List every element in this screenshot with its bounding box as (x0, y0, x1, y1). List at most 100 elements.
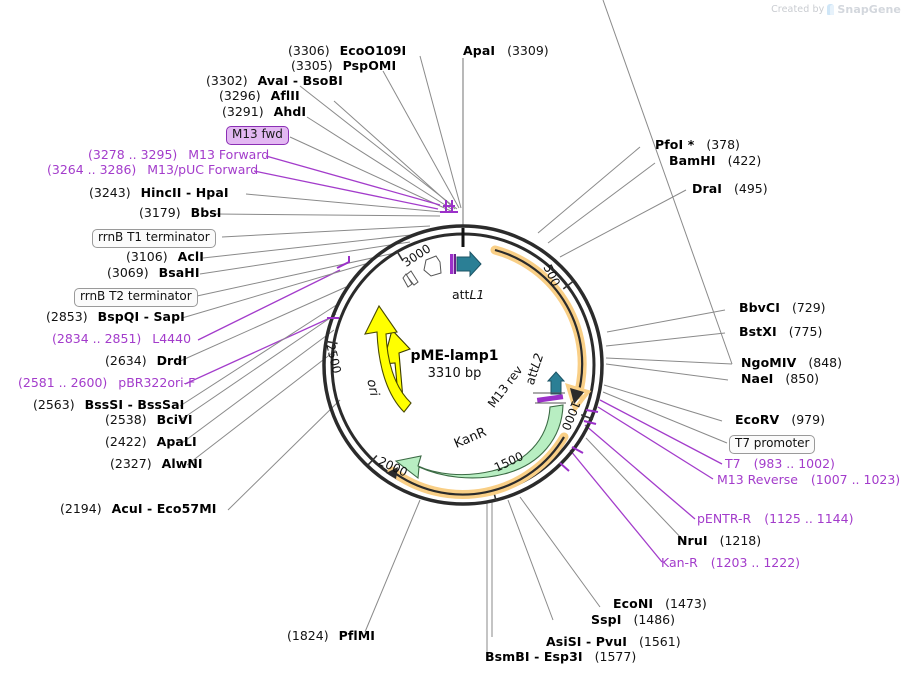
enzyme-position: (2634) (105, 353, 147, 368)
enzyme-label-bspqi-sapi[interactable]: (2853) BspQI - SapI (46, 309, 185, 324)
enzyme-position: (2538) (105, 412, 147, 427)
enzyme-name: AsiSI - PvuI (546, 634, 628, 649)
enzyme-name: AflII (270, 88, 300, 103)
enzyme-label-ecoo109i[interactable]: (3306) EcoO109I (288, 43, 406, 58)
enzyme-name: BsmBI - Esp3I (485, 649, 583, 664)
feature-attL2 (533, 371, 566, 404)
feature-label-ori: ori (363, 378, 382, 398)
enzyme-name: AcuI - Eco57MI (111, 501, 217, 516)
enzyme-position: (1561) (639, 634, 681, 649)
enzyme-position: (1577) (594, 649, 637, 664)
enzyme-label-pflmi[interactable]: (1824) PflMI (287, 628, 376, 643)
enzyme-label-bbvci[interactable]: BbvCI (729) (739, 300, 826, 315)
primer-name: M13/pUC Forward (147, 162, 259, 177)
watermark-prefix: Created by (771, 4, 825, 15)
ring-ticks (325, 249, 594, 502)
primer-label-pbr322ori-f[interactable]: (2581 .. 2600) pBR322ori-F (18, 375, 196, 390)
enzyme-name: AhdI (273, 104, 307, 119)
enzyme-label-drai[interactable]: DraI (495) (692, 181, 768, 196)
primer-name: pBR322ori-F (118, 375, 196, 390)
feature-open-arrows (402, 255, 442, 288)
enzyme-name: BspQI - SapI (97, 309, 185, 324)
primer-name: Kan-R (661, 555, 698, 570)
primer-label-m13-forward[interactable]: (3278 .. 3295) M13 Forward (88, 148, 269, 162)
plasmid-size: 3310 bp (427, 366, 482, 381)
enzyme-label-bcivi[interactable]: (2538) BciVI (105, 412, 193, 427)
enzyme-label-nrui[interactable]: NruI (1218) (677, 534, 761, 548)
enzyme-label-pspomi[interactable]: (3305) PspOMI (291, 59, 396, 73)
primer-label-kan-r[interactable]: Kan-R (1203 .. 1222) (661, 555, 800, 570)
leader-lines-left-gray (177, 193, 443, 633)
enzyme-label-naei[interactable]: NaeI (850) (741, 371, 819, 386)
enzyme-label-acli[interactable]: (3106) AclI (126, 250, 204, 264)
feature-badge-rrnb-t2-terminator[interactable]: rrnB T2 terminator (74, 288, 198, 307)
feature-ori-arrow (364, 304, 412, 413)
enzyme-name: EcoNI (613, 596, 654, 611)
primer-range: (1125 .. 1144) (764, 511, 854, 526)
leader-lines-right-gray (486, 0, 733, 652)
enzyme-name: PflMI (338, 628, 376, 643)
feature-badge-t7-promoter[interactable]: T7 promoter (729, 435, 816, 454)
enzyme-name: AvaI - BsoBI (257, 73, 343, 88)
enzyme-position: (3309) (507, 43, 549, 58)
enzyme-position: (2853) (46, 309, 88, 324)
enzyme-label-hincii-hpai[interactable]: (3243) HincII - HpaI (89, 185, 229, 200)
enzyme-label-sspi[interactable]: SspI (1486) (591, 612, 676, 627)
enzyme-position: (3306) (288, 43, 330, 58)
feature-badge-m13-fwd[interactable]: M13 fwd (226, 126, 289, 145)
enzyme-name: NgoMIV (741, 355, 797, 370)
primer-label-pentr-r[interactable]: pENTR-R (1125 .. 1144) (697, 511, 854, 526)
enzyme-label-ngomiv[interactable]: NgoMIV (848) (741, 355, 842, 370)
watermark-brand: SnapGene (837, 3, 901, 16)
primer-range: (2581 .. 2600) (18, 375, 108, 390)
enzyme-position: (729) (791, 300, 826, 315)
ring-primer-marks (559, 409, 599, 472)
primer-label-l4440[interactable]: (2834 .. 2851) L4440 (52, 331, 192, 346)
enzyme-position: (3179) (139, 205, 181, 220)
enzyme-position: (979) (791, 412, 825, 427)
enzyme-position: (775) (788, 324, 823, 339)
enzyme-position: (495) (734, 181, 768, 196)
enzyme-label-drdi[interactable]: (2634) DrdI (105, 353, 187, 368)
enzyme-label-asisi-pvui[interactable]: AsiSI - PvuI (1561) (546, 634, 681, 649)
enzyme-label-econi[interactable]: EcoNI (1473) (613, 596, 707, 611)
enzyme-position: (2563) (33, 397, 75, 412)
enzyme-position: (1486) (633, 612, 676, 627)
enzyme-position: (3302) (206, 73, 248, 88)
enzyme-label-alwni[interactable]: (2327) AlwNI (110, 456, 203, 471)
primer-label-t7[interactable]: T7 (983 .. 1002) (725, 457, 835, 471)
enzyme-label-bamhi[interactable]: BamHI (422) (669, 154, 761, 168)
enzyme-label-apai[interactable]: ApaI (3309) (463, 43, 549, 58)
enzyme-position: (2422) (105, 434, 147, 449)
enzyme-label-pfoi[interactable]: PfoI * (378) (655, 137, 740, 152)
enzyme-position: (3069) (107, 265, 149, 280)
plasmid-name: pME-lamp1 (410, 348, 499, 364)
feature-badge-rrnb-t1-terminator[interactable]: rrnB T1 terminator (92, 229, 216, 248)
enzyme-label-apali[interactable]: (2422) ApaLI (105, 434, 197, 449)
primer-name: pENTR-R (697, 511, 752, 526)
enzyme-label-bstxi[interactable]: BstXI (775) (739, 324, 823, 339)
enzyme-position: (2194) (60, 501, 102, 516)
enzyme-name: EcoRV (735, 412, 780, 427)
enzyme-label-bsahi[interactable]: (3069) BsaHI (107, 265, 200, 280)
enzyme-label-acui-eco57mi[interactable]: (2194) AcuI - Eco57MI (60, 501, 217, 516)
primer-name: L4440 (152, 331, 192, 346)
enzyme-label-bsmbi-esp3i[interactable]: BsmBI - Esp3I (1577) (485, 649, 637, 664)
enzyme-position: (848) (808, 355, 842, 370)
leader-lines-left-purple (184, 155, 441, 385)
primer-label-m13-puc-forward[interactable]: (3264 .. 3286) M13/pUC Forward (47, 162, 259, 177)
enzyme-name: AlwNI (161, 456, 203, 471)
enzyme-position: (3243) (89, 185, 131, 200)
enzyme-label-ecorv[interactable]: EcoRV (979) (735, 412, 825, 427)
enzyme-label-bbsi[interactable]: (3179) BbsI (139, 205, 222, 220)
enzyme-label-aflii[interactable]: (3296) AflII (219, 88, 300, 103)
enzyme-name: BssSI - BssSaI (84, 397, 185, 412)
enzyme-position: (378) (706, 137, 740, 152)
enzyme-label-ahdi[interactable]: (3291) AhdI (222, 104, 307, 119)
primer-label-m13-reverse[interactable]: M13 Reverse (1007 .. 1023) (717, 472, 901, 487)
enzyme-label-bsssi-bsssai[interactable]: (2563) BssSI - BssSaI (33, 397, 185, 412)
enzyme-name: NaeI (741, 371, 774, 386)
primer-range: (1007 .. 1023) (810, 472, 901, 487)
enzyme-label-avai-bsobi[interactable]: (3302) AvaI - BsoBI (206, 73, 343, 88)
